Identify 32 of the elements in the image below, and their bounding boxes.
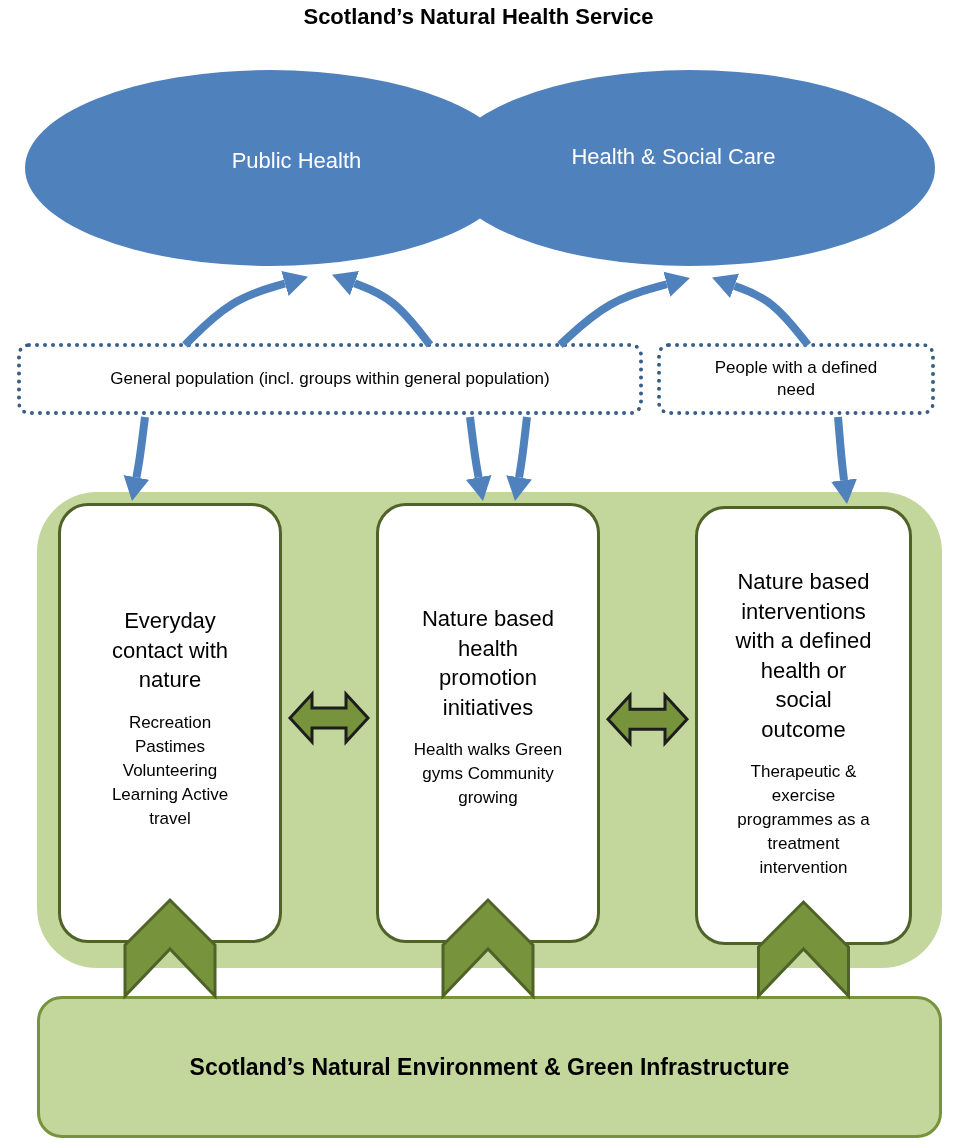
group-box <box>657 343 935 415</box>
card-heading: Nature based health promotion initiatives <box>420 605 556 722</box>
diagram-title: Scotland’s Natural Health Service <box>302 4 655 30</box>
arrow <box>332 271 434 348</box>
card-list: Therapeutic & exercise programmes as a treatment intervention <box>731 760 876 880</box>
arrow <box>712 273 812 348</box>
card-heading: Nature based interventions with a defined health or social outcome <box>734 568 873 744</box>
node-label: Scotland’s Natural Environment & Green Infrastructure <box>189 1056 790 1078</box>
arrow <box>557 271 690 348</box>
chevron-arrow <box>123 897 217 1000</box>
double-arrow <box>605 691 690 748</box>
double-arrow <box>287 690 371 746</box>
arrow <box>465 416 492 501</box>
card-heading: Everyday contact with nature <box>110 607 230 694</box>
chevron-arrow <box>441 897 535 1000</box>
category-card <box>376 503 600 943</box>
arrow <box>123 416 150 501</box>
panel-background <box>37 492 942 968</box>
category-card <box>695 506 912 945</box>
card-list: Recreation Pastimes Volunteering Learning Active travel <box>94 710 246 831</box>
node-label: Health & Social Care <box>571 146 776 168</box>
chevron-arrow <box>757 899 850 1000</box>
arrow <box>506 416 532 501</box>
node-label: Public Health <box>231 150 362 172</box>
group-box <box>17 343 643 415</box>
node-label: General population (incl. groups within general population) <box>110 368 550 390</box>
arrow <box>182 271 308 348</box>
node-label: People with a defined need <box>713 357 879 401</box>
arrow <box>831 416 857 504</box>
category-card <box>58 503 282 943</box>
card-list: Health walks Green gyms Community growing <box>412 738 564 810</box>
foundation-bar <box>37 996 942 1138</box>
